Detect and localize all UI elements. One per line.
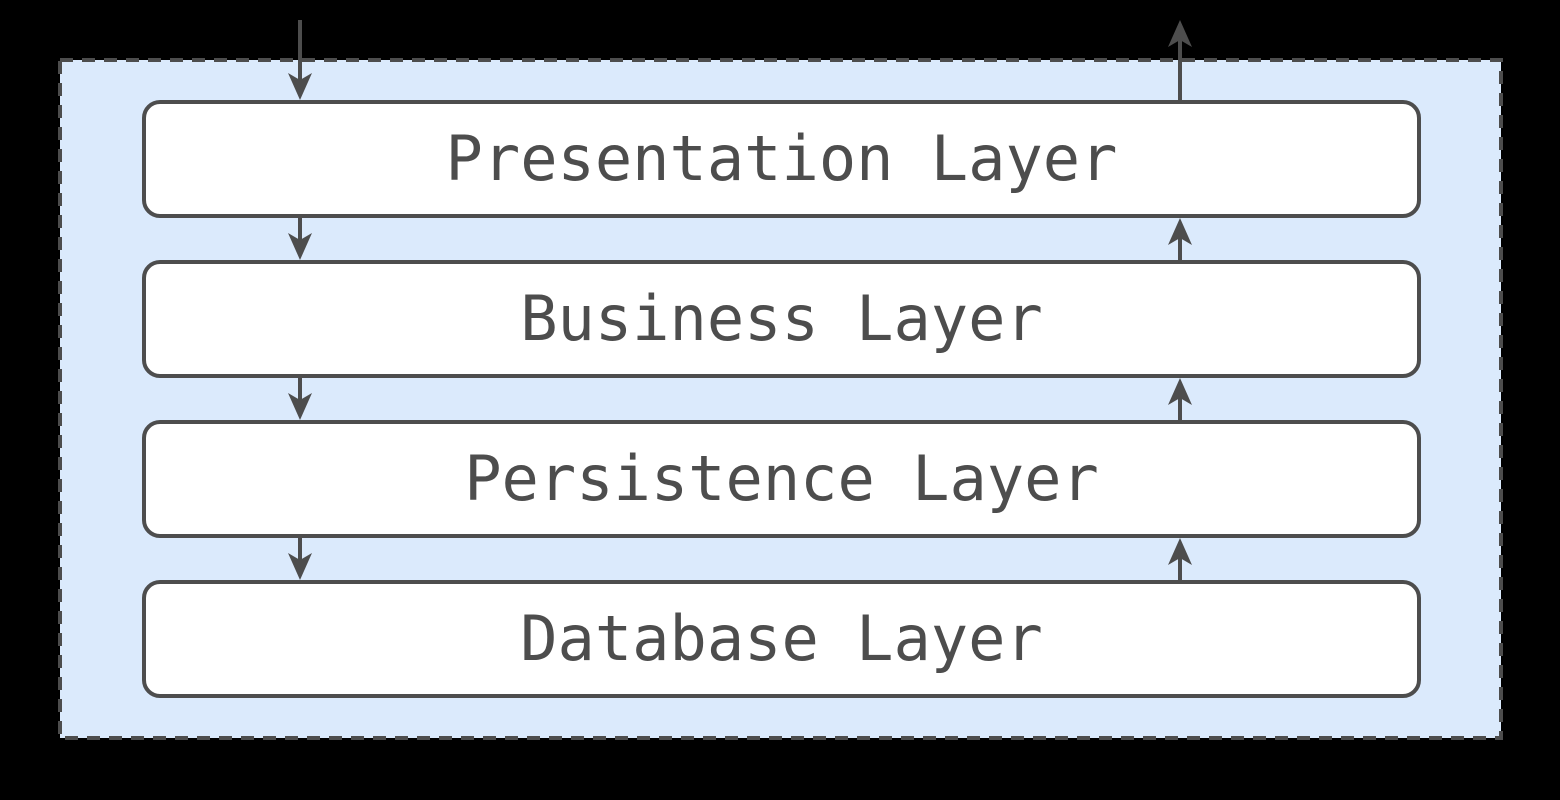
layer-label-persistence: Persistence Layer [464, 442, 1099, 515]
layer-label-presentation: Presentation Layer [445, 122, 1118, 195]
layer-box-persistence: Persistence Layer [142, 420, 1421, 538]
layer-box-presentation: Presentation Layer [142, 100, 1421, 218]
layer-box-business: Business Layer [142, 260, 1421, 378]
layer-label-business: Business Layer [520, 282, 1043, 355]
layer-box-database: Database Layer [142, 580, 1421, 698]
layer-label-database: Database Layer [520, 602, 1043, 675]
